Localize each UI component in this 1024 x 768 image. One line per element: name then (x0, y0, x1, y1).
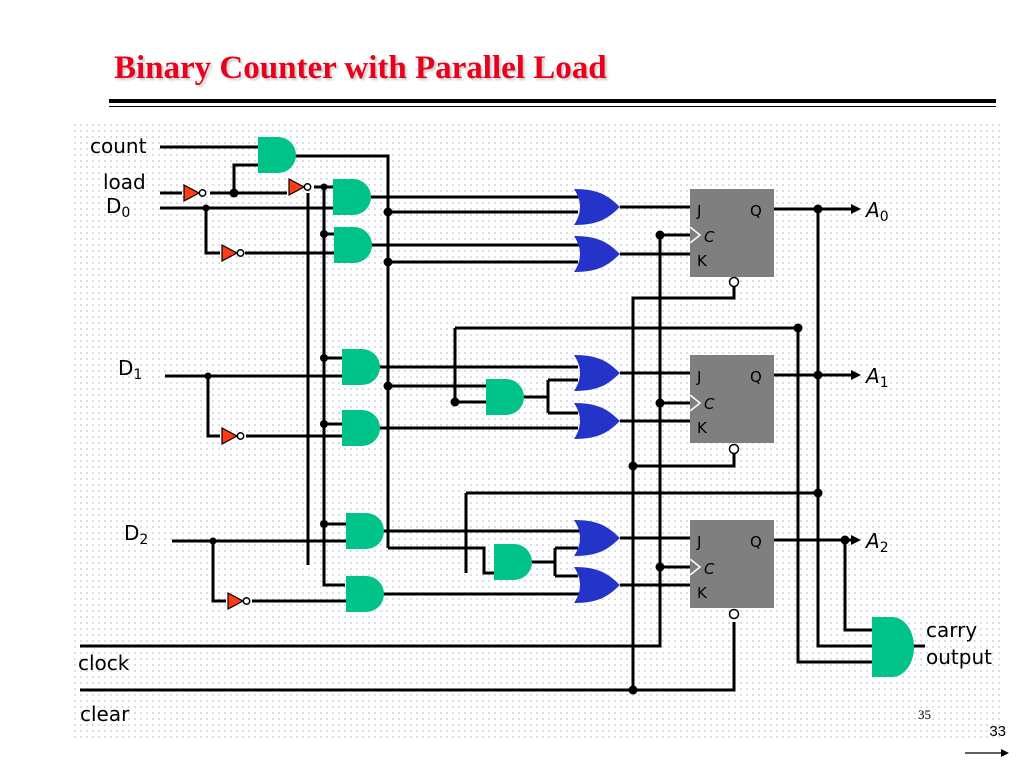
and-gates (258, 137, 914, 677)
ff1-k-label: K (697, 419, 708, 437)
label-d0: D0 (106, 194, 130, 221)
a2-arrowhead (851, 535, 861, 545)
label-output: output (926, 645, 992, 669)
and-gate-count-load (258, 137, 296, 173)
ff2-j-label: J (696, 533, 701, 551)
or-gate-k1 (574, 403, 620, 439)
ff0-j-label: J (696, 202, 701, 220)
label-d1: D1 (118, 356, 142, 383)
output-labels: A0 A1 A2 carry output (864, 198, 992, 669)
label-clear: clear (80, 702, 130, 726)
label-a1: A1 (864, 364, 889, 391)
title-rule-thick (109, 99, 996, 103)
flipflop-a0: J Q C K (689, 189, 774, 288)
wires (80, 145, 925, 692)
ff2-q-label: Q (750, 533, 762, 551)
inverter-load (183, 184, 207, 202)
or-gate-j1 (574, 355, 620, 391)
or-gate-k0 (574, 236, 620, 272)
and-gate-stage2-enable (494, 544, 532, 580)
output-arrowheads (851, 204, 861, 545)
and-gate-stage0-bottom (334, 227, 372, 263)
flipflop-a2: J Q C K (689, 520, 774, 620)
page-number: 33 (989, 723, 1006, 740)
label-a0: A0 (864, 198, 889, 225)
junction-dots (202, 183, 850, 695)
internal-page-number: 35 (918, 707, 931, 722)
ff1-j-label: J (696, 368, 701, 386)
or-gate-k2 (574, 567, 620, 603)
inverters (183, 178, 312, 610)
or-gates (574, 189, 620, 603)
ff0-k-label: K (697, 252, 708, 270)
inverter-d2 (227, 592, 251, 610)
and-gate-stage0-top (333, 179, 371, 215)
inverter-d1 (221, 427, 245, 445)
arrow-right-icon[interactable] (963, 746, 1013, 760)
inverter-d0 (221, 244, 245, 262)
inverter-load-2 (288, 178, 312, 196)
slide-title: Binary Counter with Parallel Load (114, 50, 607, 86)
and-gate-carry (872, 617, 914, 677)
label-load: load (103, 170, 146, 194)
title-rule-thin (109, 106, 996, 107)
and-gate-stage1-enable (486, 379, 524, 415)
label-d2: D2 (124, 521, 148, 548)
or-gate-j0 (574, 189, 620, 225)
ff2-c-label: C (704, 560, 715, 578)
ff0-q-label: Q (750, 202, 762, 220)
and-gate-stage2-top (346, 513, 384, 549)
and-gate-stage2-bottom (346, 576, 384, 612)
ff1-c-label: C (704, 395, 715, 413)
or-gate-j2 (574, 520, 620, 556)
ff2-k-label: K (697, 584, 708, 602)
a0-arrowhead (851, 204, 861, 214)
a1-arrowhead (851, 370, 861, 380)
input-labels: count load D0 D1 D2 clock clear (78, 134, 148, 726)
label-carry: carry (926, 618, 977, 642)
label-count: count (90, 134, 147, 158)
and-gate-stage1-top (342, 349, 380, 385)
label-clock: clock (78, 651, 130, 675)
ff1-q-label: Q (750, 368, 762, 386)
label-a2: A2 (864, 529, 889, 556)
and-gate-stage1-bottom (342, 410, 380, 446)
flipflop-a1: J Q C K (689, 355, 774, 455)
ff0-c-label: C (704, 228, 715, 246)
